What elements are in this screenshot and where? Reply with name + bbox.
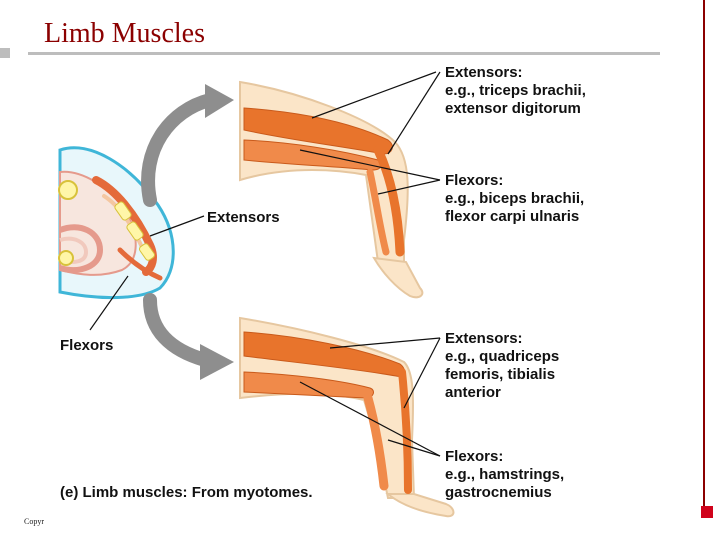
leg-extensors-label: Extensors: e.g., quadriceps femoris, tib… xyxy=(445,330,559,402)
right-border-line xyxy=(703,0,705,514)
leg-extensors-line3: anterior xyxy=(445,384,501,401)
title-underline xyxy=(28,52,660,55)
title-rule-marker xyxy=(0,48,10,58)
arm-extensors-line2: extensor digitorum xyxy=(445,100,581,117)
copyright-text: Copyr xyxy=(24,517,44,526)
corner-square xyxy=(701,506,713,518)
arm-flexors-line2: flexor carpi ulnaris xyxy=(445,208,580,225)
arrowhead-lower xyxy=(200,344,234,380)
page-title: Limb Muscles xyxy=(44,18,205,49)
leg-illustration xyxy=(239,316,455,518)
arm-flexors-heading: Flexors: xyxy=(445,172,504,189)
curved-arrow-lower xyxy=(143,293,212,367)
leader-lines xyxy=(89,71,441,457)
curved-arrow-upper xyxy=(141,93,217,207)
arm-extensors-heading: Extensors: xyxy=(445,64,523,81)
embryo-flexors-label: Flexors xyxy=(60,337,114,354)
arm-extensors-label: Extensors: e.g., triceps brachii, extens… xyxy=(445,64,586,118)
leg-extensors-heading: Extensors: xyxy=(445,330,523,347)
leg-extensors-line2: femoris, tibialis xyxy=(445,366,556,383)
leg-flexors-label: Flexors: e.g., hamstrings, gastrocnemius xyxy=(445,448,564,502)
arm-extensors-line1: e.g., triceps brachii, xyxy=(445,82,586,99)
embryo-cross-section xyxy=(58,146,175,300)
figure-caption: (e) Limb muscles: From myotomes. xyxy=(60,484,313,501)
leg-flexors-line1: e.g., hamstrings, xyxy=(445,466,565,483)
arrowhead-upper xyxy=(205,84,234,118)
arm-flexors-label: Flexors: e.g., biceps brachii, flexor ca… xyxy=(445,172,584,226)
embryo-extensors-label: Extensors xyxy=(207,209,280,226)
leg-flexors-heading: Flexors: xyxy=(445,448,504,465)
leg-flexors-line2: gastrocnemius xyxy=(445,484,552,501)
leg-extensors-line1: e.g., quadriceps xyxy=(445,348,560,365)
arm-flexors-line1: e.g., biceps brachii, xyxy=(445,190,585,207)
